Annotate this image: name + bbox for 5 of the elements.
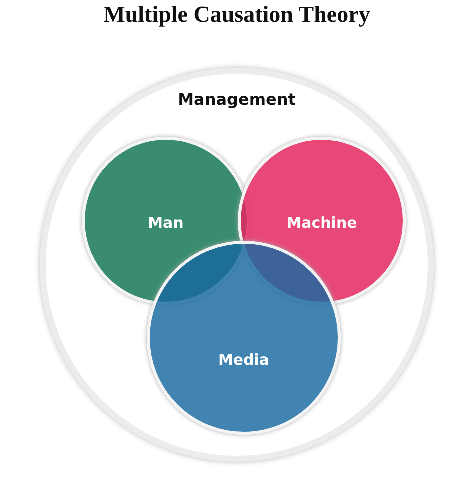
circle-label: Man xyxy=(147,214,185,232)
circle-label: Media xyxy=(217,350,271,368)
circle-label: Machine xyxy=(286,214,358,232)
diagram-title: Multiple Causation Theory xyxy=(102,2,372,28)
circle-label: Management xyxy=(177,90,297,109)
